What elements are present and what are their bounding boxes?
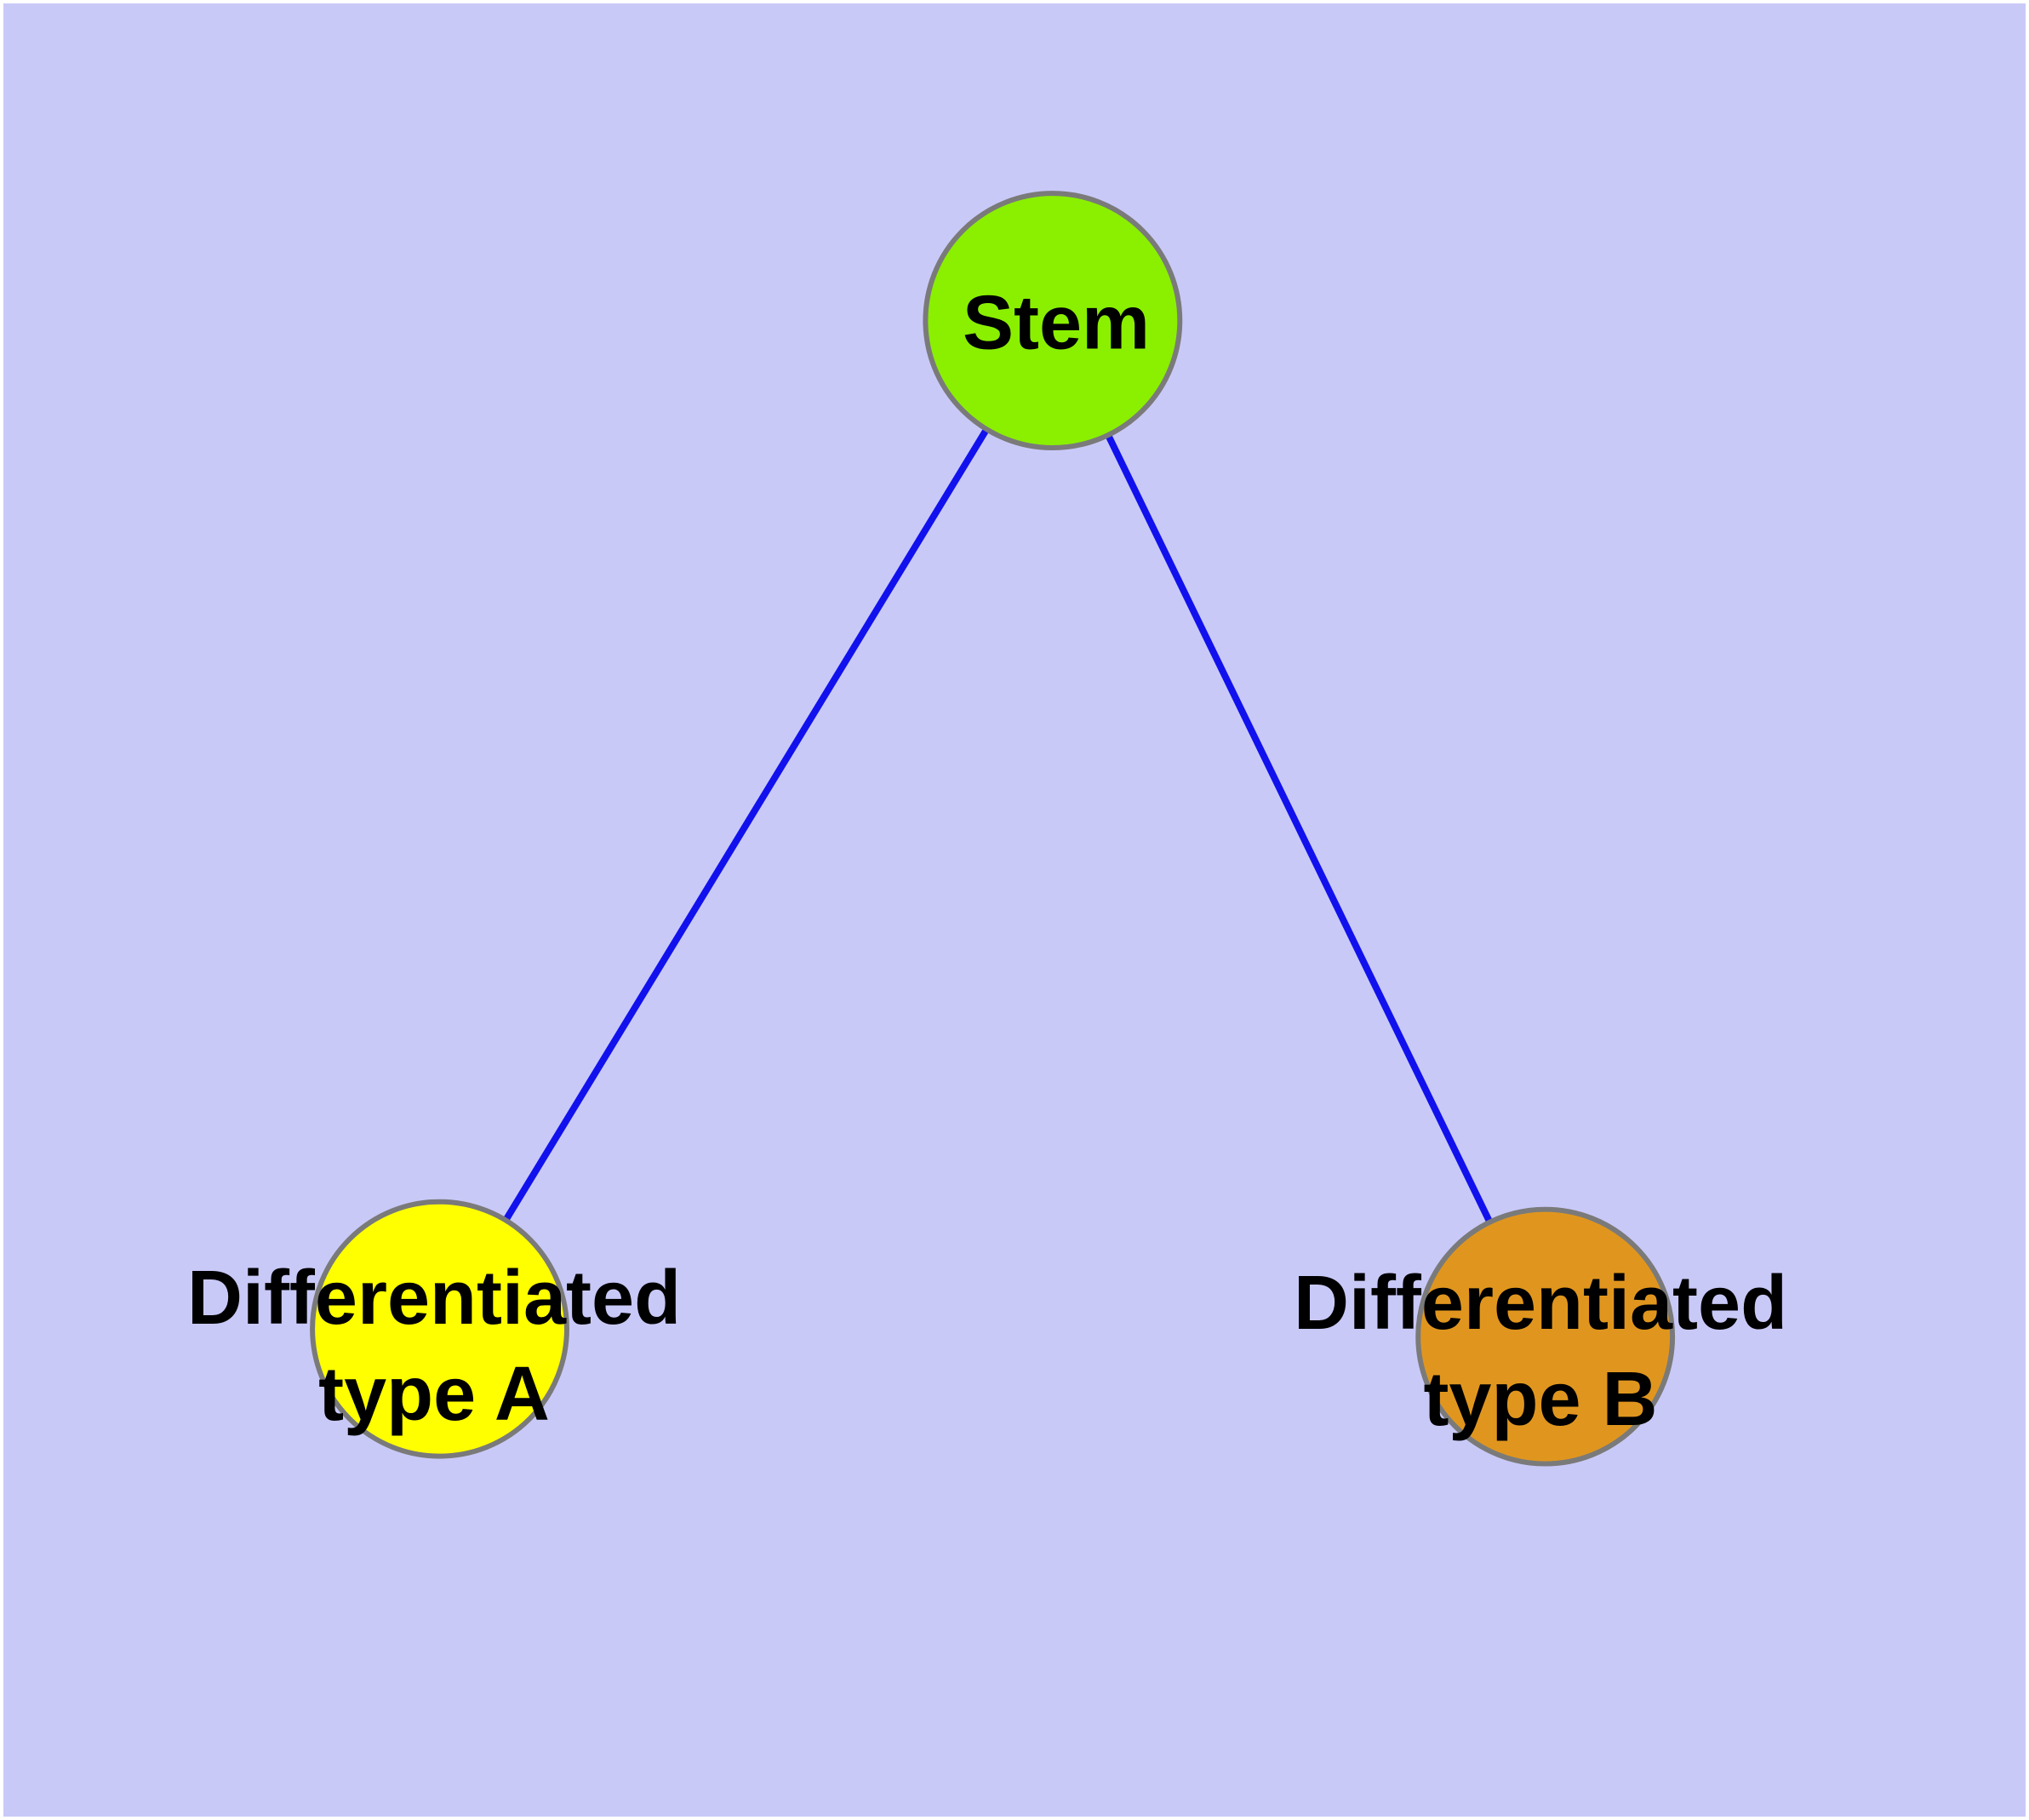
graph-svg (310, 191, 1676, 1467)
edge-stem-to-type-a (437, 318, 1056, 1331)
node-stem-circle (923, 191, 1183, 451)
node-differentiated-type-b-circle (1415, 1206, 1676, 1467)
node-differentiated-type-a-circle (310, 1199, 569, 1459)
edge-stem-to-type-b (1049, 318, 1549, 1338)
